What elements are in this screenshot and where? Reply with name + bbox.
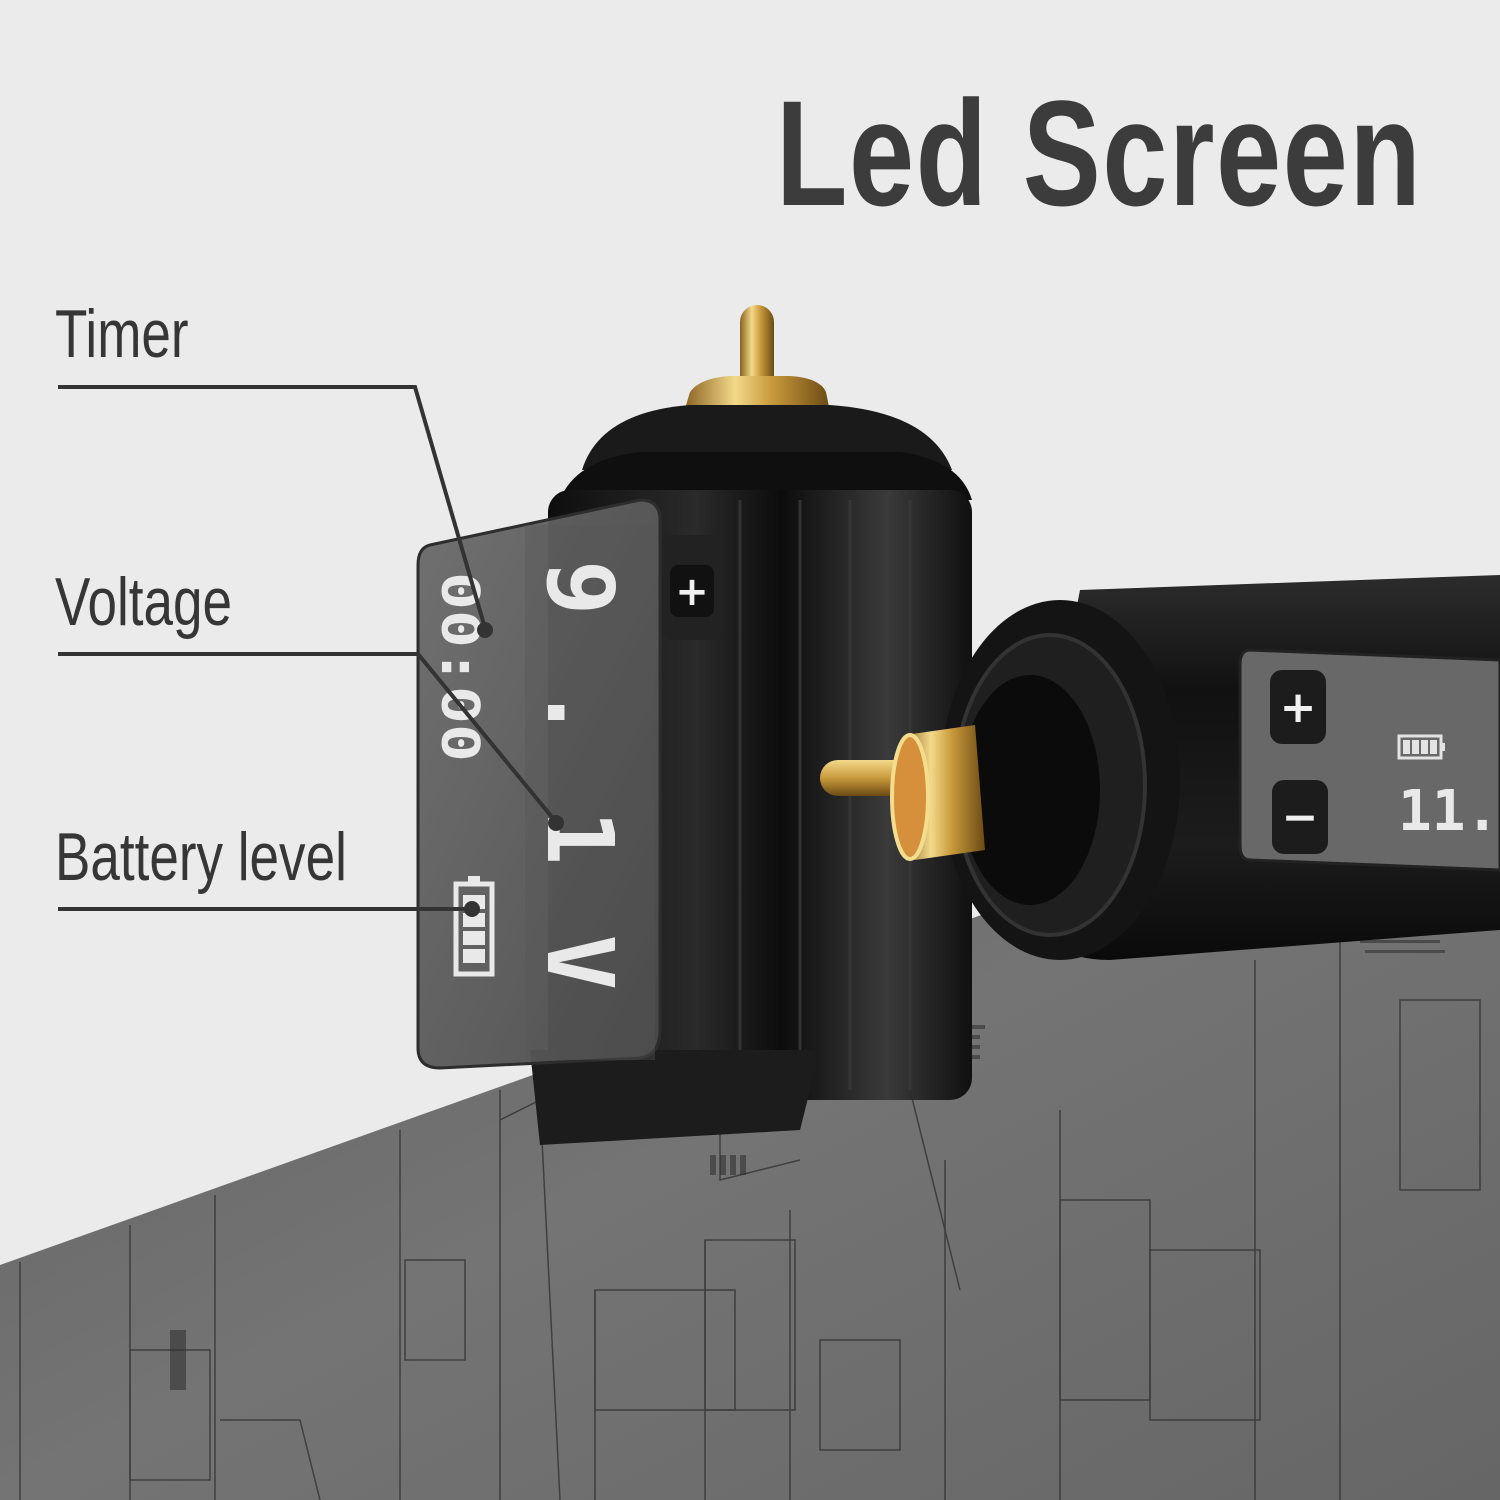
horizontal-battery-device: + − 11. — [820, 575, 1500, 960]
callout-label-battery-level: Battery level — [55, 819, 347, 895]
callout-label-voltage: Voltage — [55, 564, 232, 640]
rca-connector-icon — [684, 305, 830, 412]
callout-label-timer: Timer — [55, 296, 189, 372]
timer-readout: 00:00 — [429, 572, 489, 762]
battery-icon — [453, 876, 495, 977]
plus-icon: + — [1280, 682, 1317, 733]
lcd-panel-front: 00:00 9.1V — [416, 498, 662, 1070]
rca-connector-icon — [820, 725, 985, 861]
plus-icon: + — [675, 569, 709, 615]
side-voltage-readout: 11. — [1398, 779, 1499, 844]
page-title: Led Screen — [776, 69, 1423, 237]
battery-icon — [1397, 734, 1445, 760]
minus-icon: − — [1282, 792, 1319, 843]
